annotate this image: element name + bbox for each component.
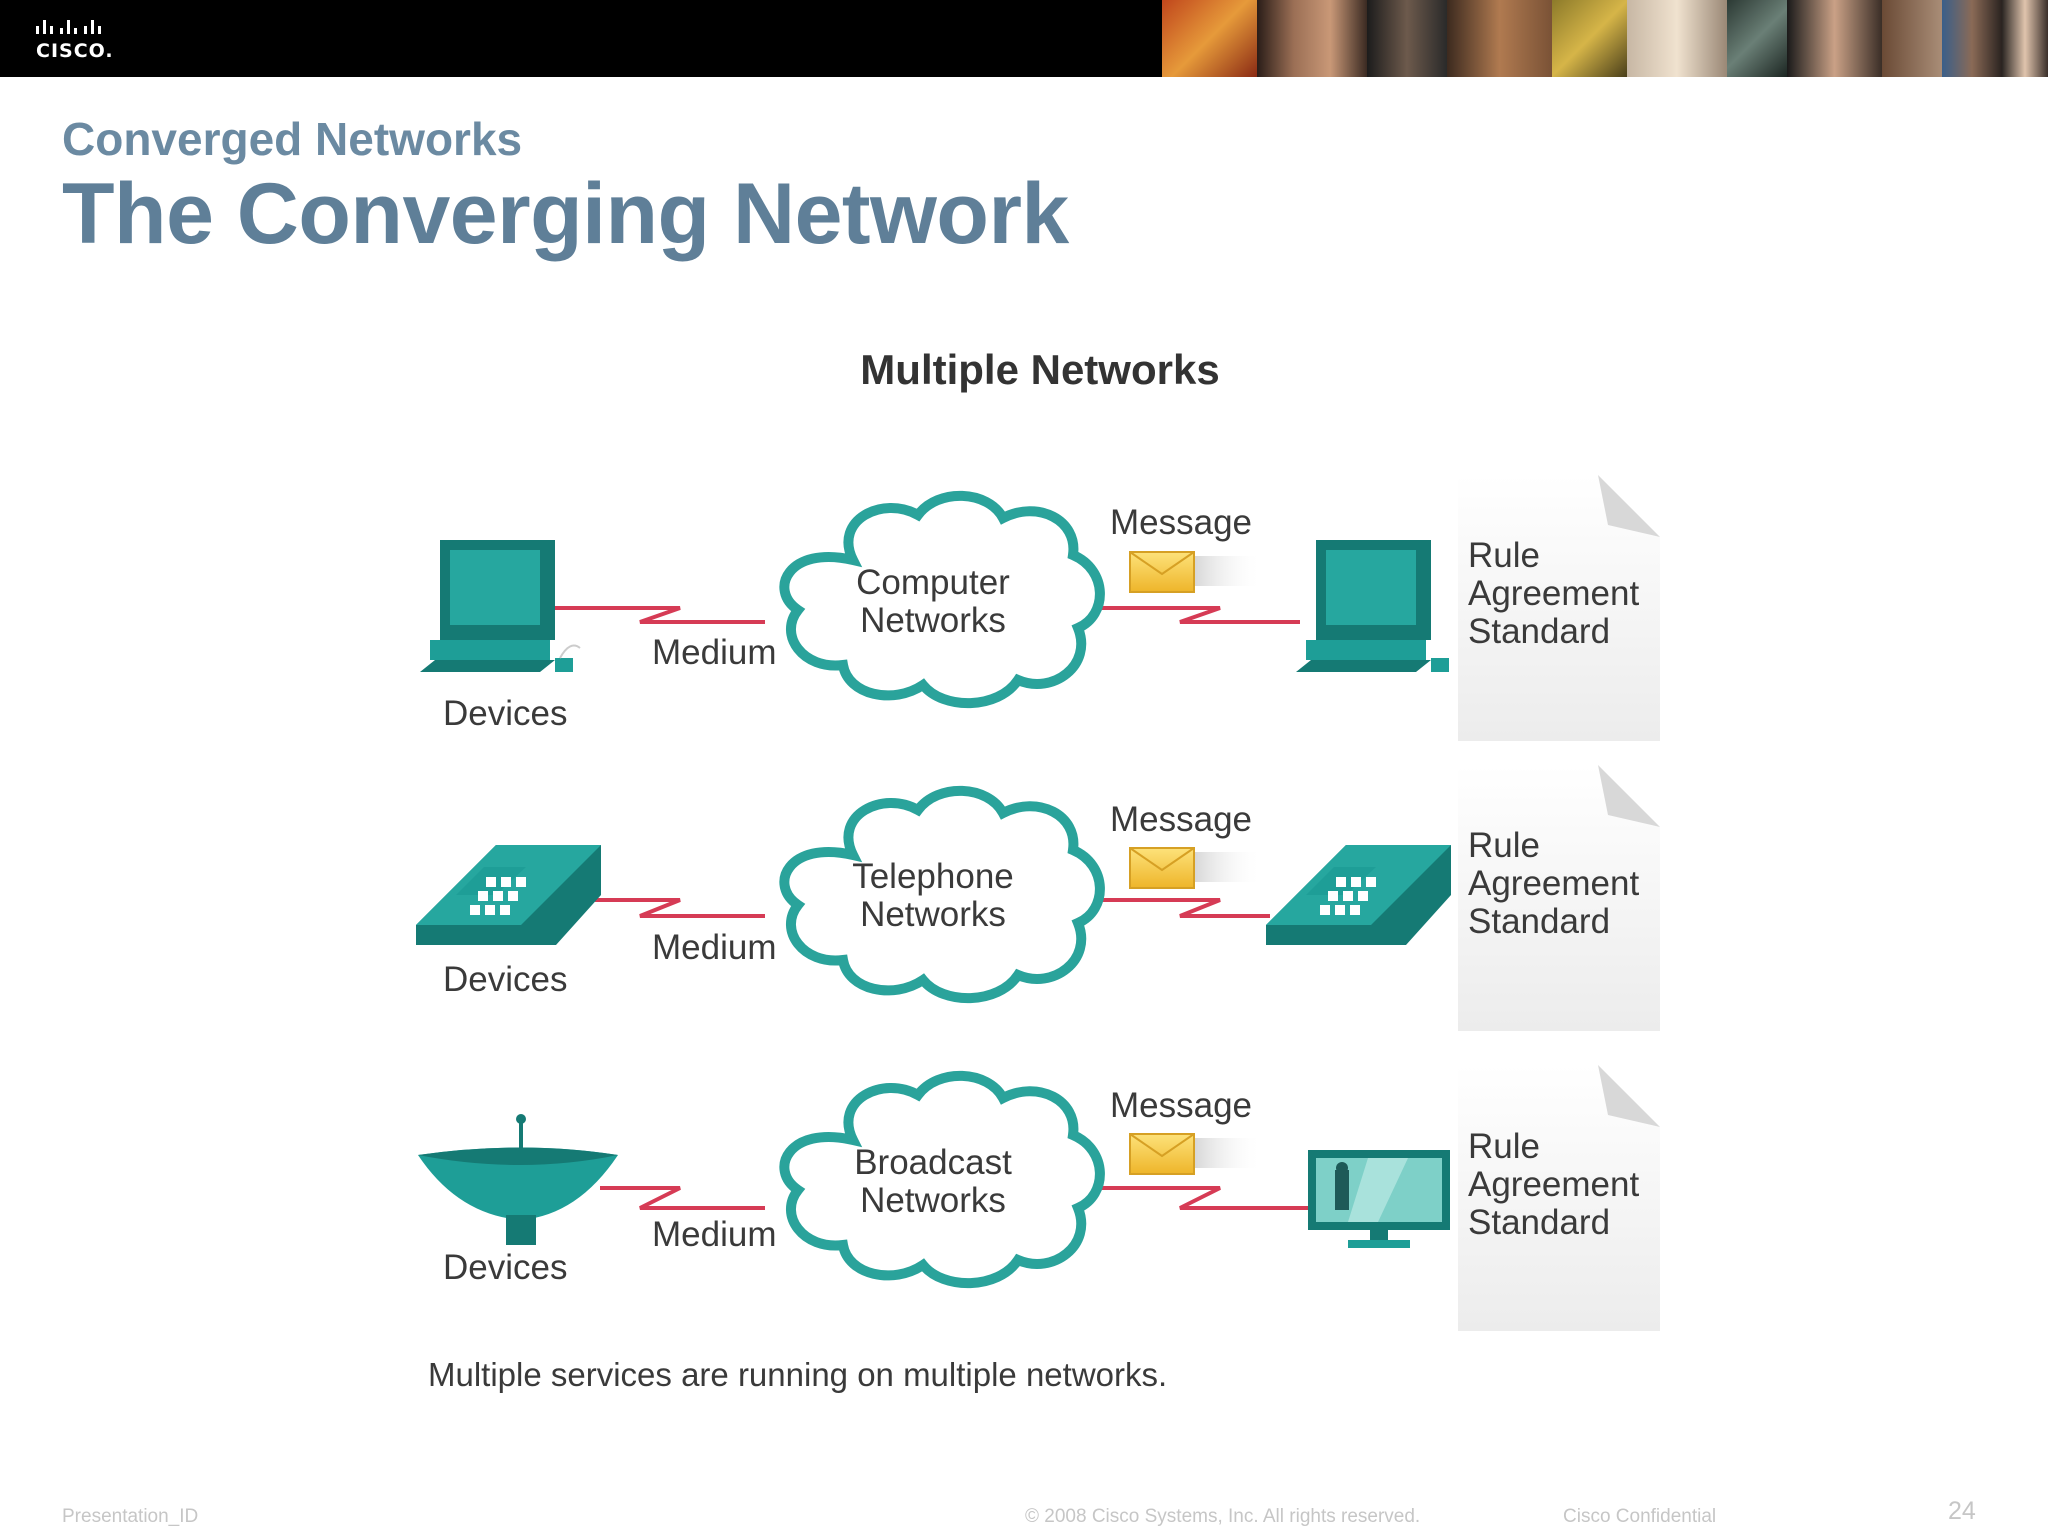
document-icon bbox=[1458, 765, 1660, 1031]
slide-title: The Converging Network bbox=[62, 166, 1069, 262]
medium-line bbox=[555, 606, 765, 624]
agreement-text: Agreement bbox=[1468, 1165, 1640, 1204]
medium-line bbox=[595, 898, 765, 918]
standard-text: Standard bbox=[1468, 612, 1611, 651]
standard-text: Standard bbox=[1468, 1203, 1611, 1242]
top-bar: CISCO. bbox=[0, 0, 2048, 77]
rule-text: Rule bbox=[1468, 1127, 1540, 1166]
row-broadcast-networks bbox=[418, 1065, 1660, 1331]
diagram-caption: Multiple services are running on multipl… bbox=[428, 1356, 1168, 1393]
agreement-text: Agreement bbox=[1468, 864, 1640, 903]
rule-text: Rule bbox=[1468, 826, 1540, 865]
row-computer-networks bbox=[420, 475, 1660, 741]
agreement-text: Agreement bbox=[1468, 574, 1640, 613]
desktop-computer-icon bbox=[420, 540, 581, 672]
document-icon bbox=[1458, 475, 1660, 741]
document-text: Rule Agreement Standard bbox=[1468, 537, 1639, 651]
desk-phone-icon bbox=[1266, 845, 1451, 945]
cloud-label-line: Telephone bbox=[852, 857, 1014, 896]
message-label: Message bbox=[1110, 503, 1253, 542]
cloud-label: Broadcast Networks bbox=[783, 1144, 1083, 1220]
header-photo bbox=[1552, 0, 1627, 77]
cloud-label: Computer Networks bbox=[783, 564, 1083, 640]
medium-line bbox=[1095, 898, 1270, 918]
document-icon bbox=[1458, 1065, 1660, 1331]
cloud-label-line: Broadcast bbox=[854, 1143, 1012, 1182]
devices-label: Devices bbox=[443, 1248, 568, 1287]
envelope-icon bbox=[1129, 551, 1262, 593]
diagram-title: Multiple Networks bbox=[860, 346, 1220, 393]
header-photo bbox=[1162, 0, 1257, 77]
slide-subtitle: Converged Networks bbox=[62, 113, 523, 165]
medium-label: Medium bbox=[652, 633, 777, 672]
medium-line bbox=[1095, 606, 1300, 624]
presentation-id: Presentation_ID bbox=[62, 1506, 199, 1527]
medium-line bbox=[600, 1186, 765, 1210]
cloud-label-line: Computer bbox=[856, 563, 1010, 602]
header-photo bbox=[1787, 0, 1882, 77]
cisco-logo-icon bbox=[36, 20, 101, 34]
header-photo bbox=[1942, 0, 2002, 77]
cloud-label: Telephone Networks bbox=[783, 858, 1083, 934]
cloud-label-line: Networks bbox=[860, 895, 1006, 934]
devices-label: Devices bbox=[443, 694, 568, 733]
header-photo-strip bbox=[1162, 0, 2048, 77]
header-photo bbox=[1727, 0, 1787, 77]
message-label: Message bbox=[1110, 800, 1253, 839]
medium-line bbox=[1095, 1186, 1310, 1210]
copyright-text: © 2008 Cisco Systems, Inc. All rights re… bbox=[1025, 1506, 1421, 1527]
header-photo bbox=[1447, 0, 1552, 77]
header-photo bbox=[2002, 0, 2048, 77]
standard-text: Standard bbox=[1468, 902, 1611, 941]
confidential-text: Cisco Confidential bbox=[1563, 1506, 1717, 1527]
desktop-computer-icon bbox=[1296, 540, 1449, 672]
document-text: Rule Agreement Standard bbox=[1468, 1128, 1639, 1242]
row-telephone-networks bbox=[416, 765, 1660, 1031]
header-photo bbox=[1627, 0, 1727, 77]
cisco-logo-text: CISCO. bbox=[36, 40, 114, 62]
cloud-label-line: Networks bbox=[860, 1181, 1006, 1220]
envelope-icon bbox=[1129, 1133, 1262, 1175]
header-photo bbox=[1257, 0, 1367, 77]
television-icon bbox=[1308, 1150, 1450, 1248]
envelope-icon bbox=[1129, 847, 1262, 889]
desk-phone-icon bbox=[416, 845, 601, 945]
medium-label: Medium bbox=[652, 928, 777, 967]
document-text: Rule Agreement Standard bbox=[1468, 827, 1639, 941]
cloud-label-line: Networks bbox=[860, 601, 1006, 640]
devices-label: Devices bbox=[443, 960, 568, 999]
header-photo bbox=[1882, 0, 1942, 77]
satellite-dish-icon bbox=[418, 1114, 618, 1245]
rule-text: Rule bbox=[1468, 536, 1540, 575]
header-photo bbox=[1367, 0, 1447, 77]
message-label: Message bbox=[1110, 1086, 1253, 1125]
page-number: 24 bbox=[1948, 1497, 1976, 1525]
medium-label: Medium bbox=[652, 1215, 777, 1254]
